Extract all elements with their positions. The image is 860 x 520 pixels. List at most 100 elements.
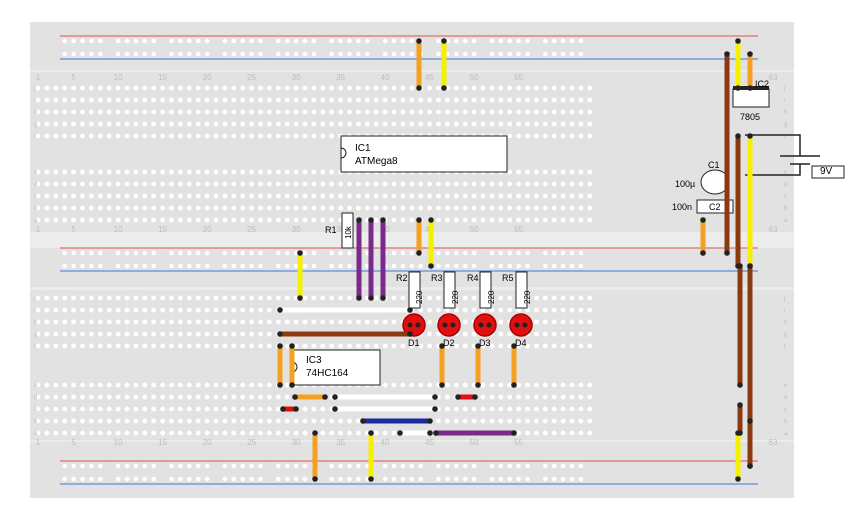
terminal-hole	[142, 319, 148, 325]
terminal-hole	[302, 418, 308, 424]
terminal-hole	[169, 430, 174, 436]
terminal-hole	[311, 205, 317, 211]
terminal-hole	[569, 343, 575, 349]
rail-hole	[551, 263, 557, 269]
terminal-hole	[471, 217, 477, 223]
rail-hole	[231, 51, 237, 57]
terminal-hole	[275, 181, 281, 187]
row-letter: j	[33, 86, 35, 92]
terminal-hole	[427, 85, 432, 91]
terminal-hole	[178, 109, 183, 115]
rail-hole	[525, 250, 530, 256]
rail-hole	[71, 463, 76, 469]
terminal-hole	[124, 295, 130, 301]
terminal-hole	[35, 97, 41, 103]
terminal-hole	[160, 418, 166, 424]
terminal-hole	[44, 331, 50, 337]
terminal-hole	[62, 181, 68, 187]
rail-hole	[71, 38, 76, 44]
rail-hole	[98, 476, 103, 482]
terminal-hole	[97, 133, 103, 139]
terminal-hole	[44, 394, 50, 400]
terminal-hole	[142, 121, 148, 127]
terminal-hole	[222, 430, 228, 436]
terminal-hole	[302, 319, 308, 325]
terminal-hole	[569, 121, 575, 127]
terminal-hole	[373, 85, 379, 91]
terminal-hole	[462, 307, 468, 313]
terminal-hole	[160, 85, 166, 91]
terminal-hole	[71, 169, 76, 175]
row-letter: j	[33, 296, 35, 302]
rail-hole	[578, 38, 584, 44]
terminal-hole	[516, 109, 521, 115]
rail-hole	[169, 38, 174, 44]
terminal-hole	[320, 205, 326, 211]
terminal-hole	[284, 295, 290, 301]
rail-hole	[409, 250, 415, 256]
c2-ref: C2	[709, 202, 721, 212]
terminal-hole	[240, 382, 246, 388]
terminal-hole	[587, 319, 593, 325]
rail-hole	[302, 476, 308, 482]
rail-hole	[516, 38, 521, 44]
terminal-hole	[80, 109, 85, 115]
terminal-hole	[267, 193, 272, 199]
terminal-hole	[311, 343, 317, 349]
terminal-hole	[222, 343, 228, 349]
terminal-hole	[320, 109, 326, 115]
terminal-hole	[133, 307, 139, 313]
row-letter: g	[784, 332, 787, 338]
breadboard	[30, 22, 794, 498]
rail-hole	[311, 38, 317, 44]
terminal-hole	[124, 307, 130, 313]
wire-end	[332, 406, 338, 412]
terminal-hole	[275, 430, 281, 436]
terminal-hole	[302, 295, 308, 301]
wire-end	[475, 343, 481, 349]
terminal-hole	[391, 295, 397, 301]
terminal-hole	[106, 121, 112, 127]
terminal-hole	[204, 382, 210, 388]
rail-hole	[151, 51, 156, 57]
wire-end	[407, 331, 413, 337]
terminal-hole	[89, 343, 94, 349]
wire-end	[368, 217, 374, 223]
terminal-hole	[329, 295, 335, 301]
rail-hole	[62, 250, 67, 256]
terminal-hole	[293, 319, 299, 325]
terminal-hole	[480, 97, 486, 103]
terminal-hole	[169, 382, 174, 388]
rail-hole	[471, 463, 477, 469]
terminal-hole	[204, 193, 210, 199]
terminal-hole	[169, 343, 174, 349]
terminal-hole	[391, 85, 397, 91]
terminal-hole	[213, 181, 219, 187]
terminal-hole	[436, 217, 441, 223]
terminal-hole	[80, 85, 85, 91]
terminal-hole	[35, 382, 41, 388]
terminal-hole	[293, 418, 299, 424]
rail-hole	[525, 38, 530, 44]
terminal-hole	[427, 331, 432, 337]
led-pin-right	[450, 322, 456, 328]
rail-hole	[462, 463, 468, 469]
terminal-hole	[133, 85, 139, 91]
terminal-hole	[53, 430, 59, 436]
terminal-hole	[347, 97, 352, 103]
terminal-hole	[560, 343, 566, 349]
terminal-hole	[391, 181, 397, 187]
terminal-hole	[302, 133, 308, 139]
terminal-hole	[195, 133, 201, 139]
rail-hole	[543, 476, 548, 482]
terminal-hole	[213, 394, 219, 400]
terminal-hole	[151, 133, 157, 139]
ic1-body	[340, 135, 508, 173]
rail-hole	[471, 38, 477, 44]
wire-end	[747, 85, 753, 91]
terminal-hole	[53, 193, 59, 199]
terminal-hole	[62, 331, 68, 337]
terminal-hole	[133, 133, 139, 139]
terminal-hole	[498, 418, 504, 424]
terminal-hole	[507, 217, 513, 223]
